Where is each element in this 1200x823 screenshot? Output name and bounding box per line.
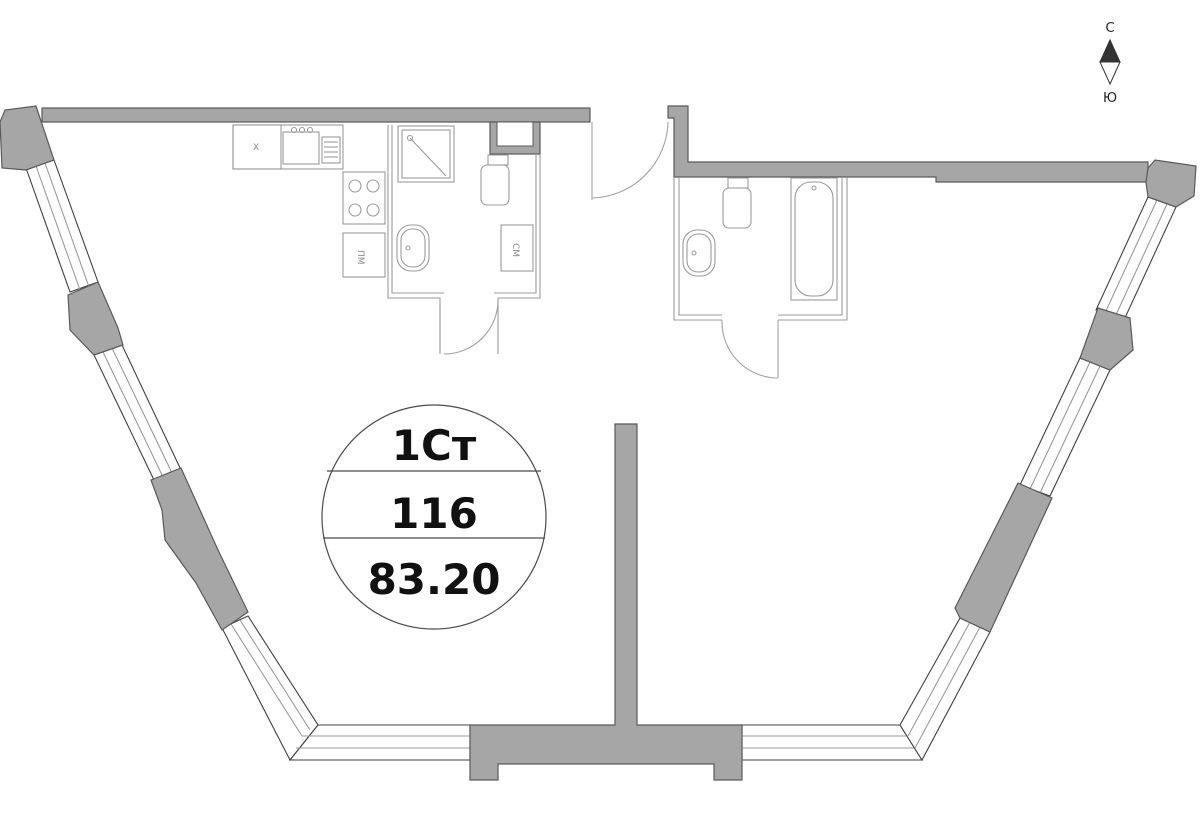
column-left-2 <box>150 467 249 631</box>
toilet-1 <box>487 154 509 166</box>
drainer <box>321 136 341 164</box>
compass: С Ю <box>1099 21 1121 106</box>
compass-north-arrow-icon <box>1099 38 1121 63</box>
compass-north-label: С <box>1105 21 1114 36</box>
wall-top-left <box>41 107 591 123</box>
washing-machine <box>500 224 534 272</box>
window-right-lower <box>899 617 991 762</box>
door-bathroom-2 <box>721 319 779 379</box>
shower-tray <box>397 125 455 183</box>
apartment-number: 116 <box>390 489 478 538</box>
window-right-middle <box>1019 357 1111 497</box>
washer-label: СМ <box>510 243 520 257</box>
kitchen: Х ПМ <box>232 124 386 278</box>
window-right-upper <box>1095 196 1177 321</box>
burner-icon <box>366 203 380 217</box>
window-left-upper <box>25 159 99 293</box>
badge-circle <box>321 404 547 630</box>
bathroom-2 <box>673 177 848 379</box>
window-left-middle <box>93 344 182 481</box>
cooktop <box>342 171 386 225</box>
apartment-badge: 1Ст 116 83.20 <box>321 404 547 630</box>
column-right-2 <box>954 482 1053 633</box>
compass-south-label: Ю <box>1103 91 1117 106</box>
column-top-left <box>0 105 55 171</box>
burner-icon <box>366 179 380 193</box>
compass-south-arrow-icon <box>1099 61 1121 86</box>
column-right-1 <box>1079 307 1134 371</box>
bathroom-1-partition <box>387 125 541 354</box>
apartment-type: 1Ст <box>392 421 477 470</box>
window-left-lower <box>221 615 319 762</box>
apartment-area: 83.20 <box>368 555 501 604</box>
window-bottom-right <box>741 724 923 761</box>
bathtub <box>790 177 838 301</box>
door-bathroom-1 <box>443 298 499 355</box>
washbasin-1 <box>396 224 430 272</box>
bathroom-1: СМ <box>387 125 541 355</box>
wall-entrance <box>667 105 1149 183</box>
stove <box>232 124 282 170</box>
wall-bottom-center <box>469 423 743 781</box>
walls <box>0 105 1197 781</box>
stove-label: Х <box>253 143 259 153</box>
washbasin-2 <box>682 229 716 277</box>
dishwasher <box>342 232 386 278</box>
dishwasher-label: ПМ <box>355 250 365 265</box>
burner-icon <box>348 179 362 193</box>
windows <box>25 159 1177 762</box>
column-top-right <box>1145 159 1197 208</box>
column-left-1 <box>67 281 124 356</box>
window-bottom-left <box>288 724 471 761</box>
bathroom-2-partition <box>673 177 848 321</box>
burner-icon <box>348 203 362 217</box>
toilet-2 <box>727 177 749 189</box>
sink <box>282 131 320 165</box>
entrance-door[interactable] <box>591 121 669 200</box>
